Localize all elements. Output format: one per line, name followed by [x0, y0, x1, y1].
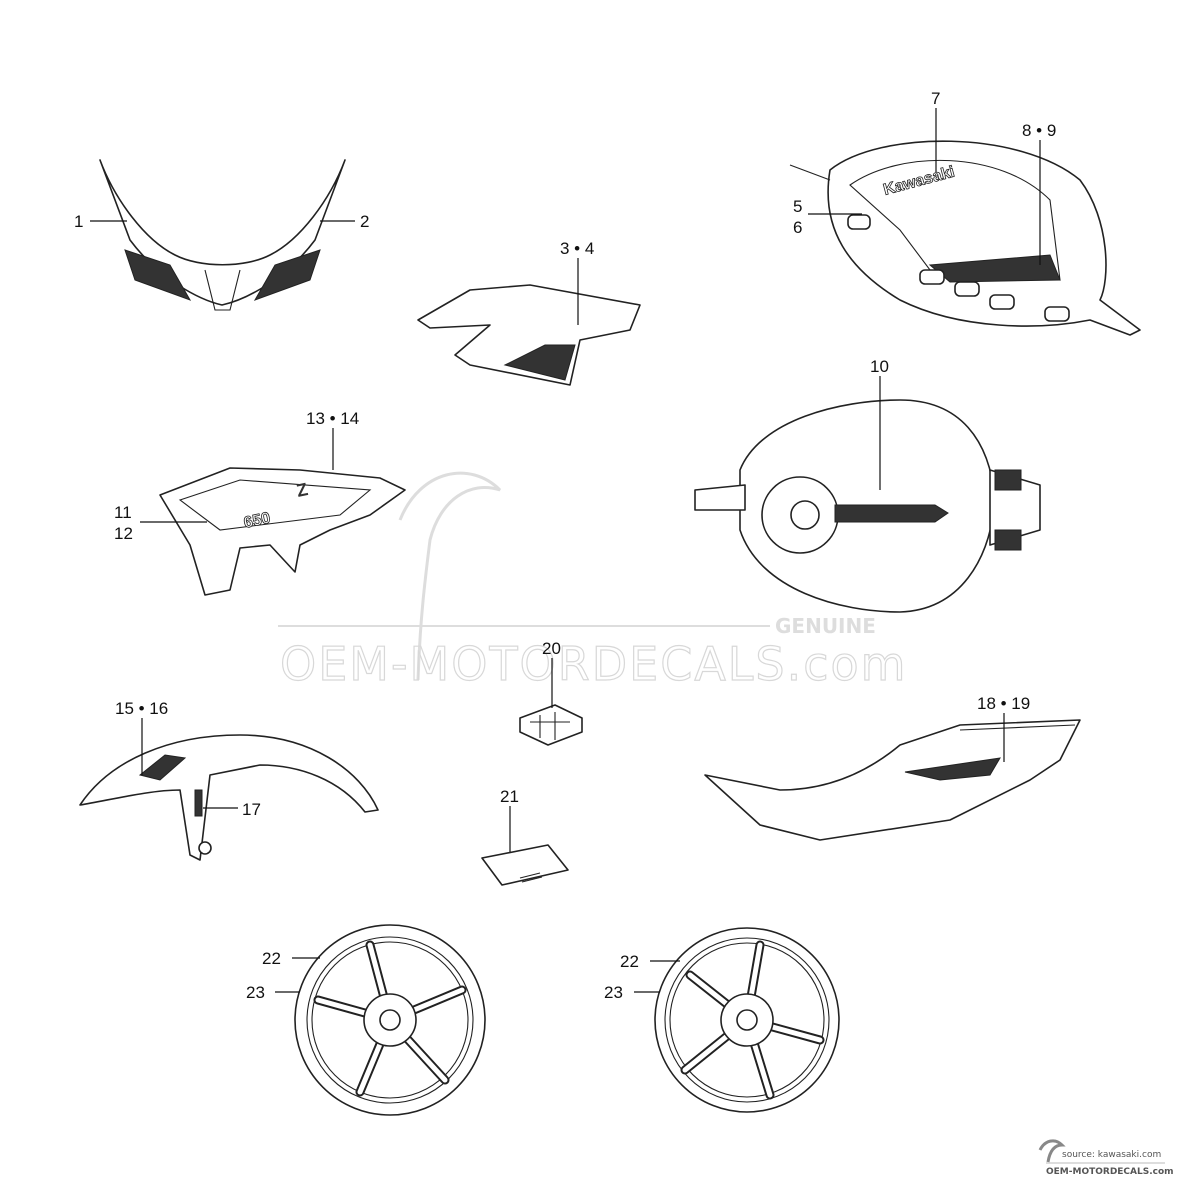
front-wheel	[654, 927, 840, 1113]
shroud-letter: Z	[295, 479, 310, 501]
callout-10: 10	[870, 357, 889, 376]
toucan-watermark-icon	[398, 471, 502, 681]
footer-site: OEM-MOTORDECALS.com	[1046, 1167, 1174, 1177]
label-21	[481, 844, 569, 886]
footer-source: source: kawasaki.com OEM-MOTORDECALS.com	[1038, 1139, 1174, 1177]
toucan-logo-icon	[1038, 1139, 1066, 1163]
callout-23-front: 23	[604, 983, 623, 1002]
front-cowl	[99, 159, 346, 311]
callout-18-19: 18 • 19	[977, 694, 1030, 713]
callout-2: 2	[360, 212, 369, 231]
radiator-shroud: 650 Z	[159, 467, 406, 596]
small-decal-20	[519, 704, 583, 746]
watermark-text: OEM-MOTORDECALS.com	[280, 637, 908, 691]
callout-17: 17	[242, 800, 261, 819]
callout-5: 5	[793, 197, 802, 216]
shroud-logo: 650	[242, 510, 272, 532]
callout-22-rear: 22	[262, 949, 281, 968]
rear-wheel	[294, 924, 486, 1116]
callout-3-4: 3 • 4	[560, 239, 594, 258]
callout-12: 12	[114, 524, 133, 543]
source-text: source: kawasaki.com	[1062, 1150, 1161, 1160]
callout-1: 1	[74, 212, 83, 231]
callout-8-9: 8 • 9	[1022, 121, 1056, 140]
front-fender	[79, 734, 379, 861]
callout-23-rear: 23	[246, 983, 265, 1002]
callout-15-16: 15 • 16	[115, 699, 168, 718]
side-cover	[417, 284, 641, 386]
watermark-badge: GENUINE	[775, 614, 876, 638]
fuel-tank-top	[694, 399, 1041, 613]
tail-cowl	[704, 719, 1081, 841]
callout-6: 6	[793, 218, 802, 237]
fuel-tank-side: Kawasaki	[789, 140, 1141, 336]
callout-20: 20	[542, 639, 561, 658]
callout-22-front: 22	[620, 952, 639, 971]
watermark: OEM-MOTORDECALS.com GENUINE	[278, 471, 908, 692]
callout-21: 21	[500, 787, 519, 806]
callout-11: 11	[114, 503, 132, 522]
callout-7: 7	[931, 89, 940, 108]
callout-13-14: 13 • 14	[306, 409, 359, 428]
